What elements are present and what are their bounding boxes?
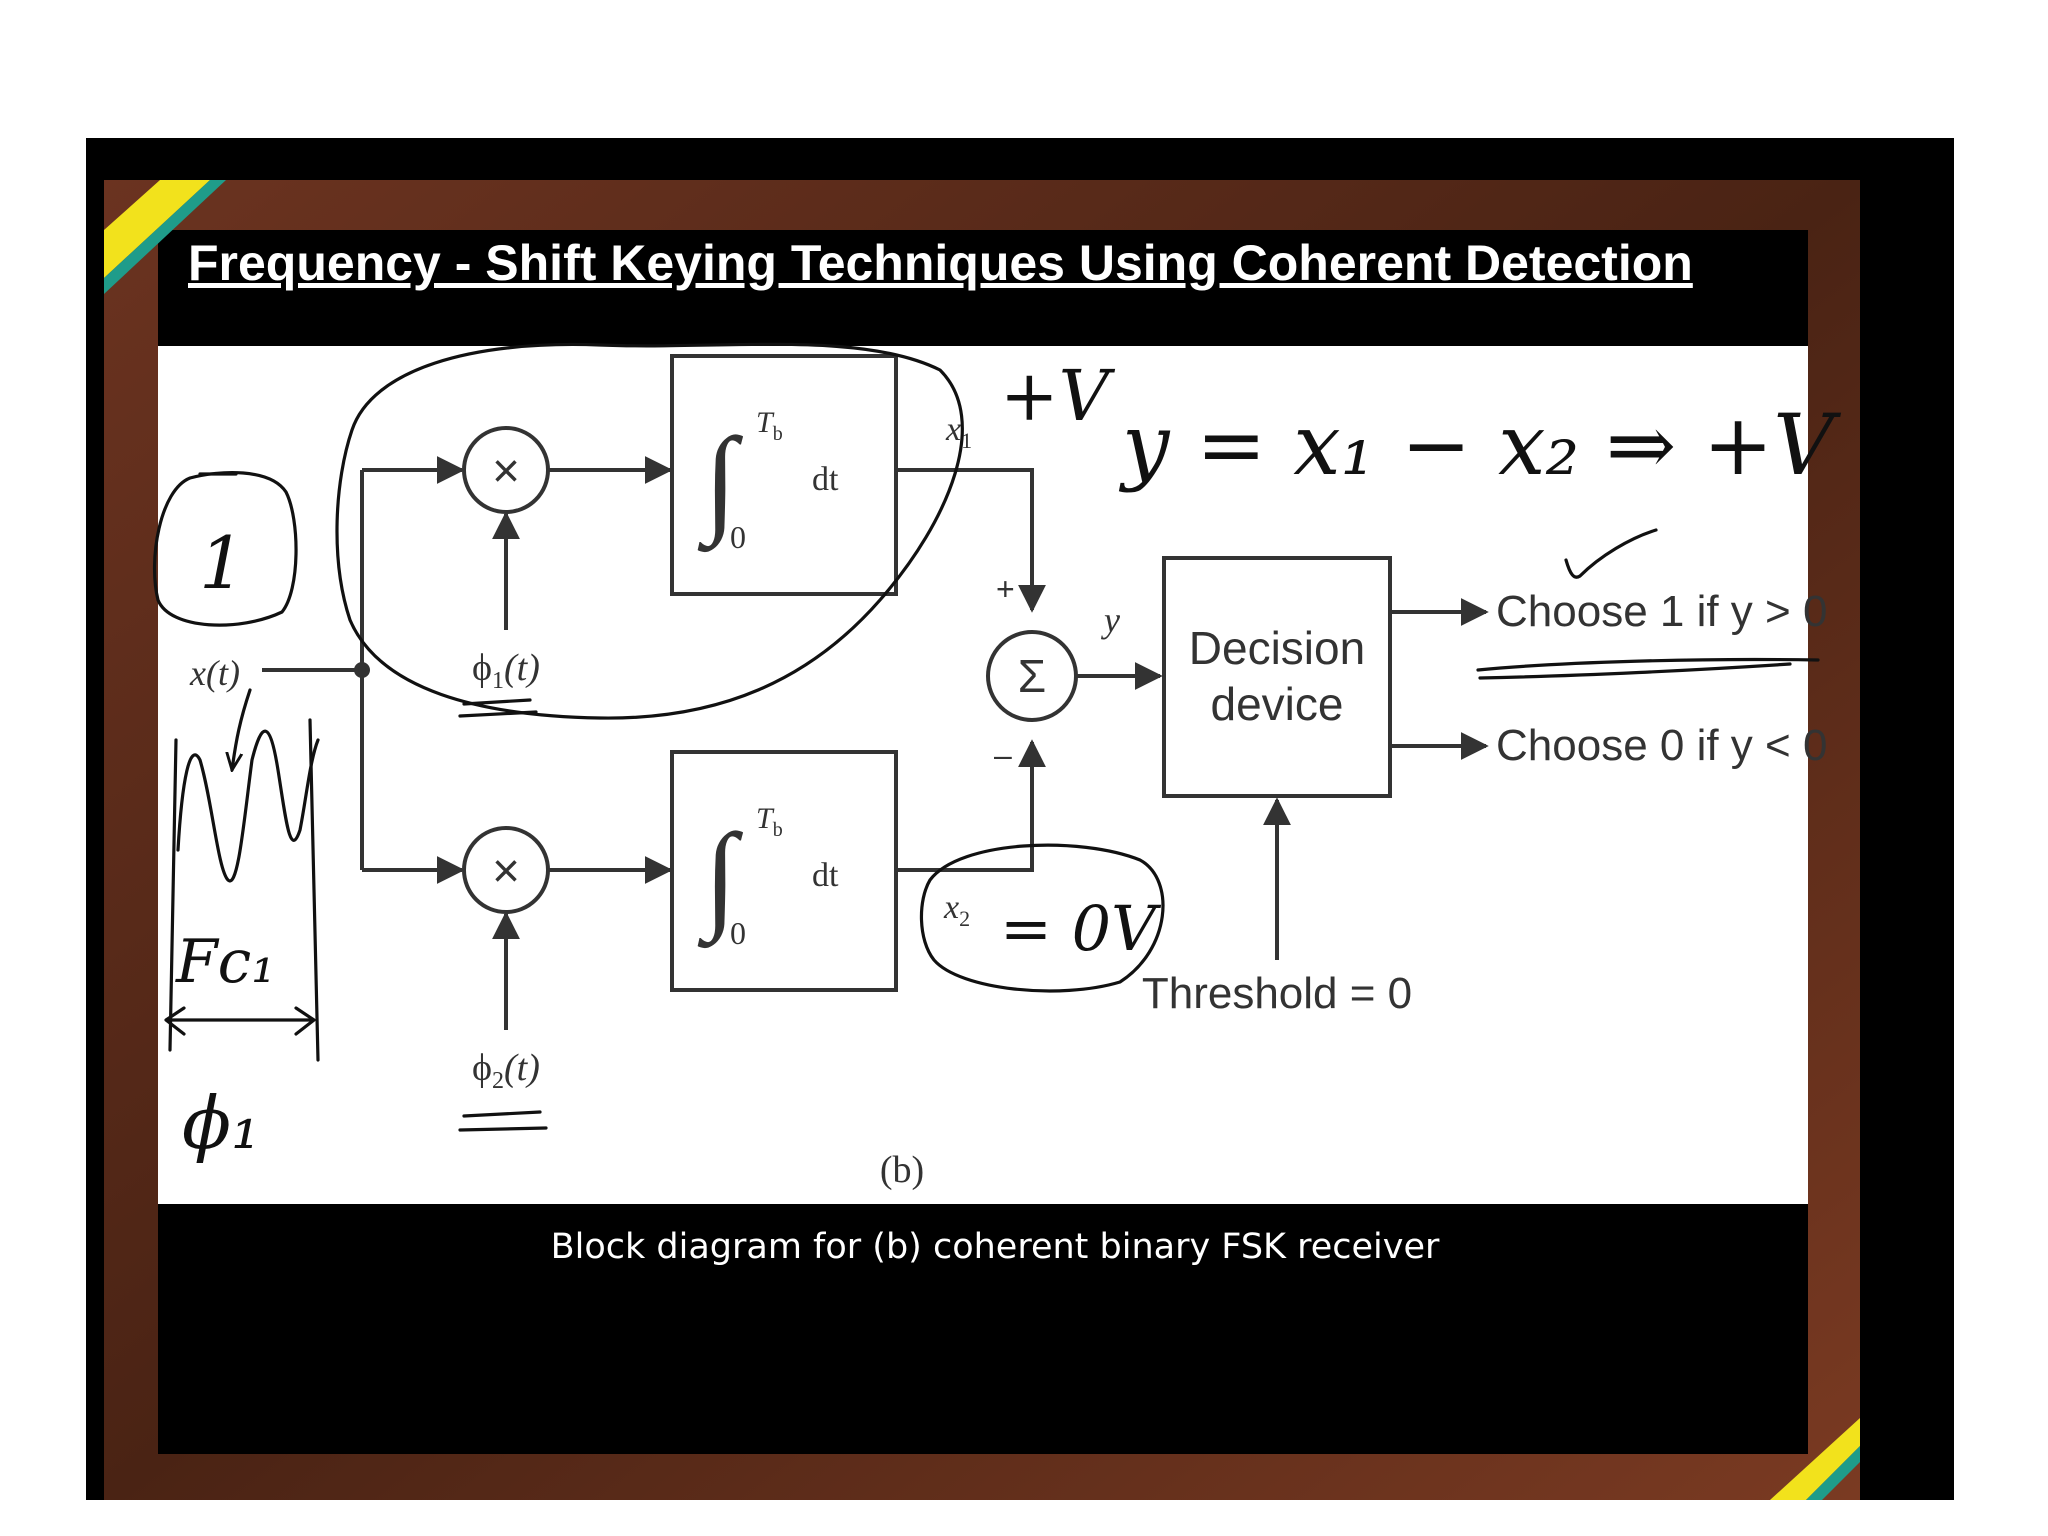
choose-0-label: Choose 0 if y < 0 (1496, 721, 1827, 770)
phi2-symbol: ϕ (472, 1047, 492, 1089)
decision-device (1162, 556, 1392, 798)
handwritten-equation: y = x₁ − x₂ ⇒ +V (1118, 396, 1841, 494)
phi2-underline-a (462, 1110, 542, 1118)
period-bar-right (308, 718, 320, 1062)
fsk-receiver-diagram (262, 354, 1489, 1030)
sum-symbol: Σ (1018, 650, 1046, 702)
boxed-one-outline (152, 471, 298, 627)
boxed-one: 1 (199, 521, 245, 605)
minus-sign: – (994, 737, 1012, 773)
plus-sign: + (996, 571, 1015, 607)
choose-1-label: Choose 1 if y > 0 (1496, 587, 1827, 636)
integral-sign-upper: ∫ (697, 413, 744, 553)
phi1-subscript: 1 (492, 668, 504, 694)
multiplier-lower-symbol: × (492, 845, 520, 898)
x1-label: x1 (945, 411, 972, 453)
phi1-underline-b (458, 710, 538, 718)
phi1-symbol: ϕ (472, 647, 492, 689)
handwritten-annotations: 1 Fc₁ ϕ₁ +V y = x₁ − x₂ ⇒ +V = 0V (152, 342, 1841, 1165)
plus-v-mark: +V (1000, 355, 1116, 437)
integral-sign-lower: ∫ (697, 809, 744, 949)
x2-value: = 0V (1000, 892, 1162, 965)
waveform-arrow (232, 688, 252, 770)
multiplier-upper-symbol: × (492, 445, 520, 498)
upper-branch-loop (335, 342, 964, 720)
int-lower-limit-lower: 0 (730, 915, 746, 951)
phi2-subscript: 2 (492, 1068, 504, 1094)
int-upper-limit-upper: Tb (756, 406, 783, 445)
figure-area (158, 346, 1808, 1204)
check-mark (1564, 528, 1658, 579)
y-label: y (1101, 600, 1120, 640)
choose1-underline-2 (1478, 662, 1792, 680)
phi1-arg: (t) (504, 647, 540, 689)
waveform-sketch (176, 729, 320, 883)
choose1-underline (1476, 657, 1820, 672)
phi2-arg: (t) (504, 1047, 540, 1089)
input-label: x(t) (189, 653, 240, 693)
figure-label: (b) (880, 1149, 924, 1191)
period-arrow-right (294, 1006, 316, 1036)
int-dt-upper: dt (812, 461, 839, 498)
corner-stripe-bottom-right (1770, 1418, 1860, 1500)
x2-label: x2 (943, 889, 970, 931)
threshold-label: Threshold = 0 (1142, 969, 1412, 1018)
int-lower-limit-upper: 0 (730, 519, 746, 555)
decision-line1: Decision (1189, 622, 1365, 674)
x2-circle (919, 843, 1165, 993)
corner-stripe-top-left (104, 180, 226, 294)
phi2-label: ϕ2(t) (472, 1047, 540, 1094)
figure-caption: Block diagram for (b) coherent binary FS… (551, 1227, 1440, 1267)
int-upper-limit-lower: Tb (756, 802, 783, 841)
int-dt-lower: dt (812, 857, 839, 894)
phi1-handwritten: ϕ₁ (182, 1081, 260, 1165)
fc1-label: Fc₁ (175, 927, 275, 997)
phi1-underline-a (462, 698, 532, 706)
decision-line2: device (1211, 678, 1344, 730)
slide-title: Frequency - Shift Keying Techniques Usin… (188, 235, 1693, 291)
period-bar-left (168, 738, 178, 1052)
diagram-labels: x(t) × × ϕ1(t) ϕ2(t) ∫ Tb 0 dt ∫ Tb 0 dt… (189, 406, 1827, 1191)
integrator-upper (670, 354, 898, 596)
phi2-underline-b (458, 1126, 548, 1132)
phi1-label: ϕ1(t) (472, 647, 540, 694)
period-arrow-left (164, 1006, 186, 1036)
x1-line (896, 468, 1046, 613)
